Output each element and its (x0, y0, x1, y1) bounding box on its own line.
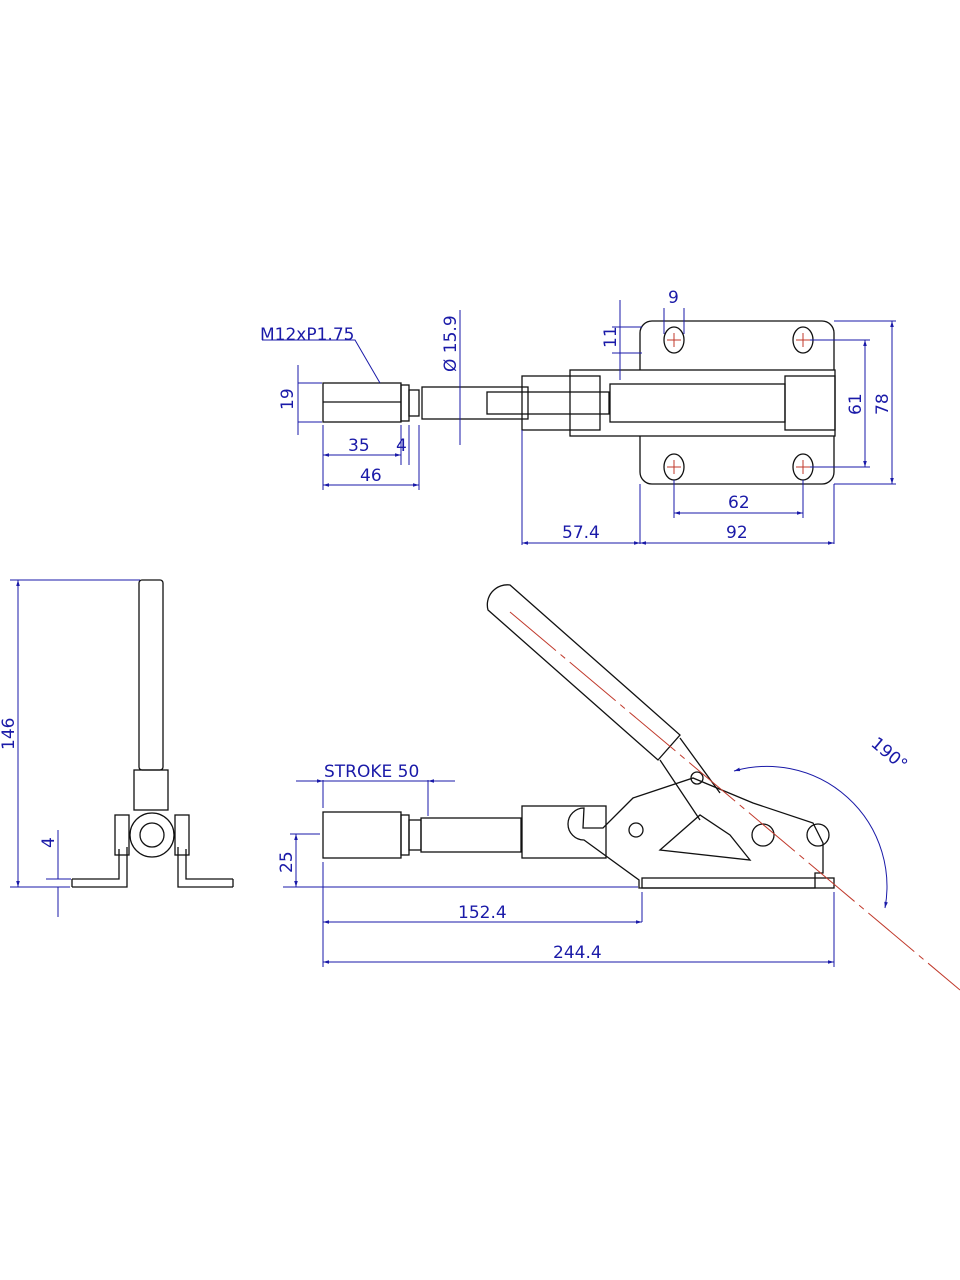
dim-57-4: 57.4 (562, 523, 600, 543)
dim-25: 25 (277, 851, 297, 873)
top-view: M12xP1.75 19 Ø 15.9 35 4 46 9 11 61 78 6… (260, 288, 896, 545)
dim-11: 11 (601, 326, 621, 348)
dim-46: 46 (360, 466, 382, 486)
dim-35: 35 (348, 436, 370, 456)
dim-4-base: 4 (39, 837, 59, 848)
dim-62: 62 (728, 493, 750, 513)
mounting-holes (663, 326, 814, 481)
front-view: 146 4 (0, 579, 234, 917)
dim-diameter: Ø 15.9 (441, 315, 461, 372)
dim-angle: 190° (867, 734, 911, 776)
dim-92: 92 (726, 523, 748, 543)
dim-152-4: 152.4 (458, 903, 507, 923)
dim-244-4: 244.4 (553, 943, 602, 963)
dim-9: 9 (668, 288, 679, 308)
dim-19: 19 (278, 388, 298, 410)
dim-61: 61 (846, 393, 866, 415)
thread-label: M12xP1.75 (260, 325, 354, 345)
dim-4: 4 (396, 436, 407, 456)
dim-stroke: STROKE 50 (324, 762, 419, 782)
dim-78: 78 (873, 393, 893, 415)
side-view: STROKE 50 25 152.4 244.4 190° (277, 584, 960, 991)
dim-146: 146 (0, 718, 19, 750)
